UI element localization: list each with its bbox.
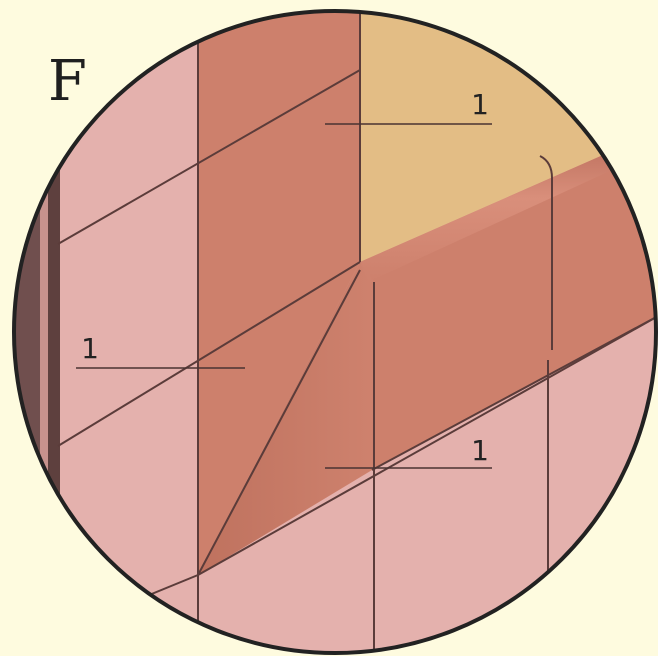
wall-edge-highlight <box>40 11 48 653</box>
bullnose-rounded-edge <box>360 130 656 282</box>
panel-letter: F <box>48 49 87 114</box>
callout-label-left: 1 <box>81 332 99 365</box>
leader-lines <box>76 123 492 469</box>
mitered-corner <box>198 262 374 575</box>
terracotta-vertical-band <box>198 11 360 575</box>
magnifier-circle-outline <box>12 9 658 655</box>
callout-label-bottom: 1 <box>471 434 489 467</box>
callout-label-top: 1 <box>471 88 489 121</box>
